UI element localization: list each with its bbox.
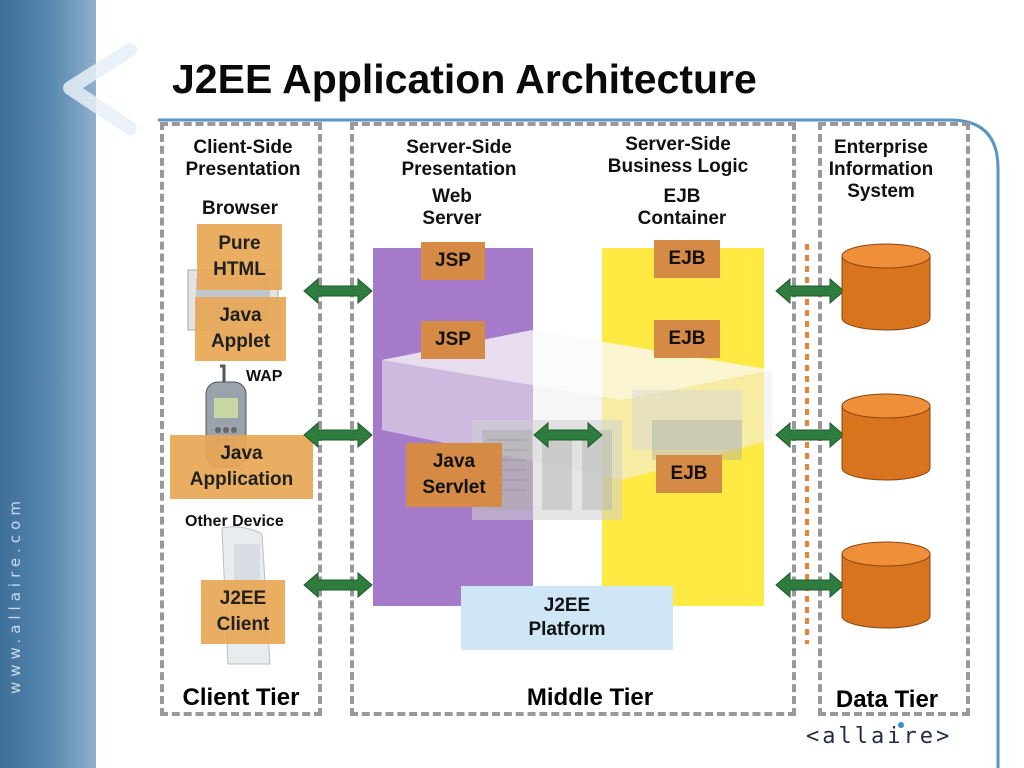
database-icon [841,393,931,481]
ejb-box: EJB [654,240,720,278]
jsp-box: JSP [421,321,485,359]
double-arrow-icon [775,571,845,599]
logo-dot [898,722,904,728]
client-tier-panel [160,122,322,716]
client-tier-label: Client Tier [182,684,300,711]
browser-label: Browser [201,198,279,219]
other-device-label: Other Device [185,513,284,530]
double-arrow-icon [533,421,603,449]
database-icon [841,243,931,331]
data-tier-label: Data Tier [835,686,939,713]
content-frame [158,118,1000,768]
double-arrow-icon [775,421,845,449]
boundary-dotted-line [805,244,809,644]
data-tier-panel [818,122,970,716]
ejb-box: EJB [654,320,720,358]
double-arrow-icon [303,571,373,599]
database-icon [841,541,931,629]
double-arrow-icon [303,277,373,305]
middle-tier-label: Middle Tier [526,684,654,711]
allaire-logo: <allaire> [806,724,953,749]
jsp-box: JSP [421,242,485,280]
page-title: J2EE Application Architecture [172,56,757,102]
sidebar [0,0,96,768]
double-arrow-icon [775,277,845,305]
wap-label: WAP [246,368,283,385]
chevron-logo-icon [63,43,137,135]
middle-tier-panel [350,122,796,716]
sidebar-url-text: www.allaire.com [6,496,24,694]
double-arrow-icon [303,421,373,449]
ejb-box: EJB [656,455,722,493]
